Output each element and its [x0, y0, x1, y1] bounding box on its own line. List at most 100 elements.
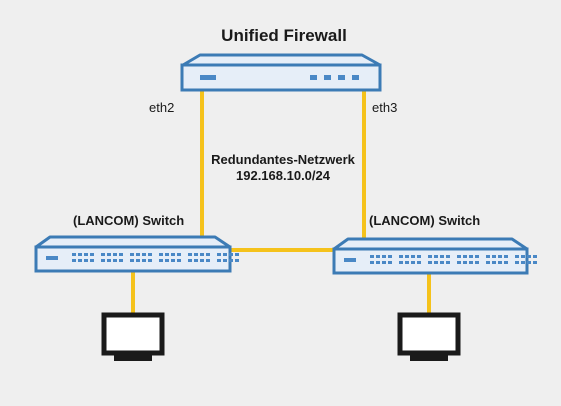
switch-left [34, 235, 239, 273]
switch-port [428, 261, 432, 264]
switch-port [446, 261, 450, 264]
switch-port [492, 255, 496, 258]
switch-port [107, 253, 111, 256]
switch-port [515, 261, 519, 264]
switch-port [200, 259, 204, 262]
switch-port [101, 259, 105, 262]
switch-right-label: (LANCOM) Switch [369, 213, 480, 228]
switch-port [446, 255, 450, 258]
switch-port [376, 255, 380, 258]
switch-right-ports [344, 255, 537, 264]
switch-port [498, 255, 502, 258]
switch-port [388, 261, 392, 264]
switch-port [113, 259, 117, 262]
switch-port [171, 253, 175, 256]
switch-port [200, 253, 204, 256]
switch-port [463, 261, 467, 264]
network-subnet: 192.168.10.0/24 [236, 168, 331, 183]
switch-port [136, 253, 140, 256]
switch-port [382, 261, 386, 264]
switch-port [235, 253, 239, 256]
switch-port [223, 259, 227, 262]
switch-left-label: (LANCOM) Switch [73, 213, 184, 228]
port-label-eth2: eth2 [149, 100, 174, 115]
switch-port [498, 261, 502, 264]
switch-port [370, 261, 374, 264]
switch-port [382, 255, 386, 258]
switch-port [533, 261, 537, 264]
switch-port [142, 253, 146, 256]
switch-port [217, 259, 221, 262]
switch-port [229, 253, 233, 256]
switch-port [188, 253, 192, 256]
switch-port [177, 259, 181, 262]
switch-port [486, 255, 490, 258]
switch-port [148, 259, 152, 262]
switch-port [411, 261, 415, 264]
switch-port [486, 261, 490, 264]
switch-port [475, 261, 479, 264]
switch-right [332, 237, 537, 275]
switch-port [521, 255, 525, 258]
switch-port [90, 253, 94, 256]
switch-port [463, 255, 467, 258]
switch-port [223, 253, 227, 256]
switch-port [78, 259, 82, 262]
firewall-device [180, 53, 382, 92]
switch-port [376, 261, 380, 264]
switch-port [504, 255, 508, 258]
switch-port [136, 259, 140, 262]
switch-port [492, 261, 496, 264]
switch-port [399, 261, 403, 264]
switch-port [159, 259, 163, 262]
switch-port [206, 259, 210, 262]
switch-port [521, 261, 525, 264]
switch-port [194, 259, 198, 262]
switch-port [159, 253, 163, 256]
monitor-left-screen [101, 312, 165, 356]
switch-port [405, 255, 409, 258]
switch-port [457, 261, 461, 264]
switch-port [504, 261, 508, 264]
switch-port [130, 259, 134, 262]
firewall-title: Unified Firewall [221, 26, 347, 45]
port-label-eth3: eth3 [372, 100, 397, 115]
firewall-front-face [180, 63, 382, 92]
switch-port [434, 255, 438, 258]
switch-port [165, 259, 169, 262]
switch-port [417, 255, 421, 258]
switch-port [527, 255, 531, 258]
client-monitor-right-icon [397, 312, 461, 361]
switch-port [72, 259, 76, 262]
firewall-indicator [352, 75, 359, 80]
switch-port [527, 261, 531, 264]
switch-status-led [46, 256, 58, 260]
monitor-left-stand [114, 355, 152, 361]
firewall-indicator [310, 75, 317, 80]
switch-port [194, 253, 198, 256]
switch-port [84, 259, 88, 262]
firewall-indicator [338, 75, 345, 80]
switch-port [399, 255, 403, 258]
switch-port [188, 259, 192, 262]
switch-port [440, 255, 444, 258]
monitor-right-screen [397, 312, 461, 356]
switch-port [457, 255, 461, 258]
switch-port [72, 253, 76, 256]
switch-port [440, 261, 444, 264]
switch-port [475, 255, 479, 258]
switch-port [107, 259, 111, 262]
switch-port [370, 255, 374, 258]
switch-port [428, 255, 432, 258]
switch-port [90, 259, 94, 262]
switch-port [177, 253, 181, 256]
switch-port [434, 261, 438, 264]
switch-port [235, 259, 239, 262]
switch-port [405, 261, 409, 264]
switch-port [165, 253, 169, 256]
switch-port [142, 259, 146, 262]
monitor-right-stand [410, 355, 448, 361]
switch-port [148, 253, 152, 256]
